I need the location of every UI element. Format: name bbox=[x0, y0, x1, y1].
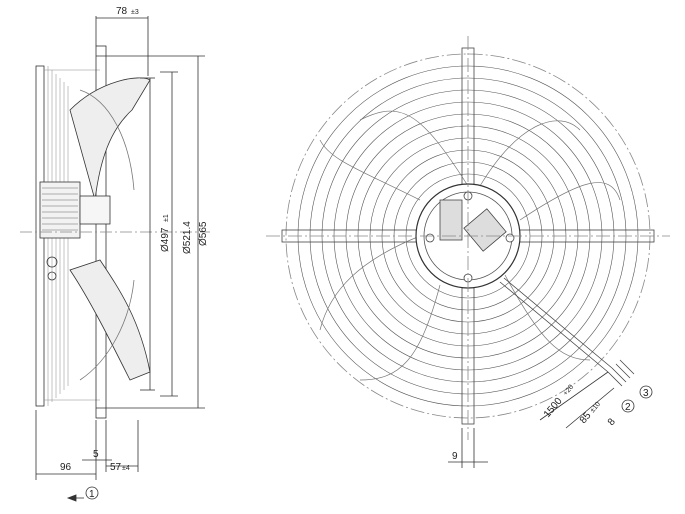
side-hub bbox=[79, 195, 111, 225]
dim-cable-tol: +20 bbox=[562, 384, 575, 398]
dim-strip-8: 8 bbox=[606, 416, 618, 428]
dim-78-tol: ±3 bbox=[131, 9, 139, 16]
dim-57-tol: ±4 bbox=[122, 465, 130, 472]
side-blade-lower bbox=[69, 259, 151, 381]
side-blade-upper bbox=[69, 77, 151, 201]
callout-2: 2 bbox=[625, 402, 631, 413]
dim-5: 5 bbox=[93, 449, 99, 460]
callout-3: 3 bbox=[643, 388, 649, 399]
side-view bbox=[20, 16, 210, 502]
side-motor bbox=[39, 181, 81, 239]
dim-57: 57 bbox=[110, 462, 122, 473]
dim-497-tol: ±1 bbox=[163, 214, 170, 222]
dim-cable-length: 1500 bbox=[542, 395, 565, 419]
front-hub-terminals bbox=[425, 191, 515, 283]
dim-497: Ø497 bbox=[160, 227, 171, 252]
dim-565: Ø565 bbox=[198, 221, 209, 246]
dim-9: 9 bbox=[452, 451, 458, 462]
dim-78: 78 bbox=[116, 6, 128, 17]
front-blades bbox=[319, 110, 621, 381]
side-cable-gland bbox=[46, 256, 58, 268]
dim-521: Ø521.4 bbox=[182, 221, 193, 254]
dim-strip-tol: ±10 bbox=[589, 401, 602, 414]
dim-96: 96 bbox=[60, 462, 72, 473]
front-cable bbox=[499, 277, 635, 387]
callout-1: 1 bbox=[89, 489, 95, 500]
front-view bbox=[266, 36, 670, 468]
